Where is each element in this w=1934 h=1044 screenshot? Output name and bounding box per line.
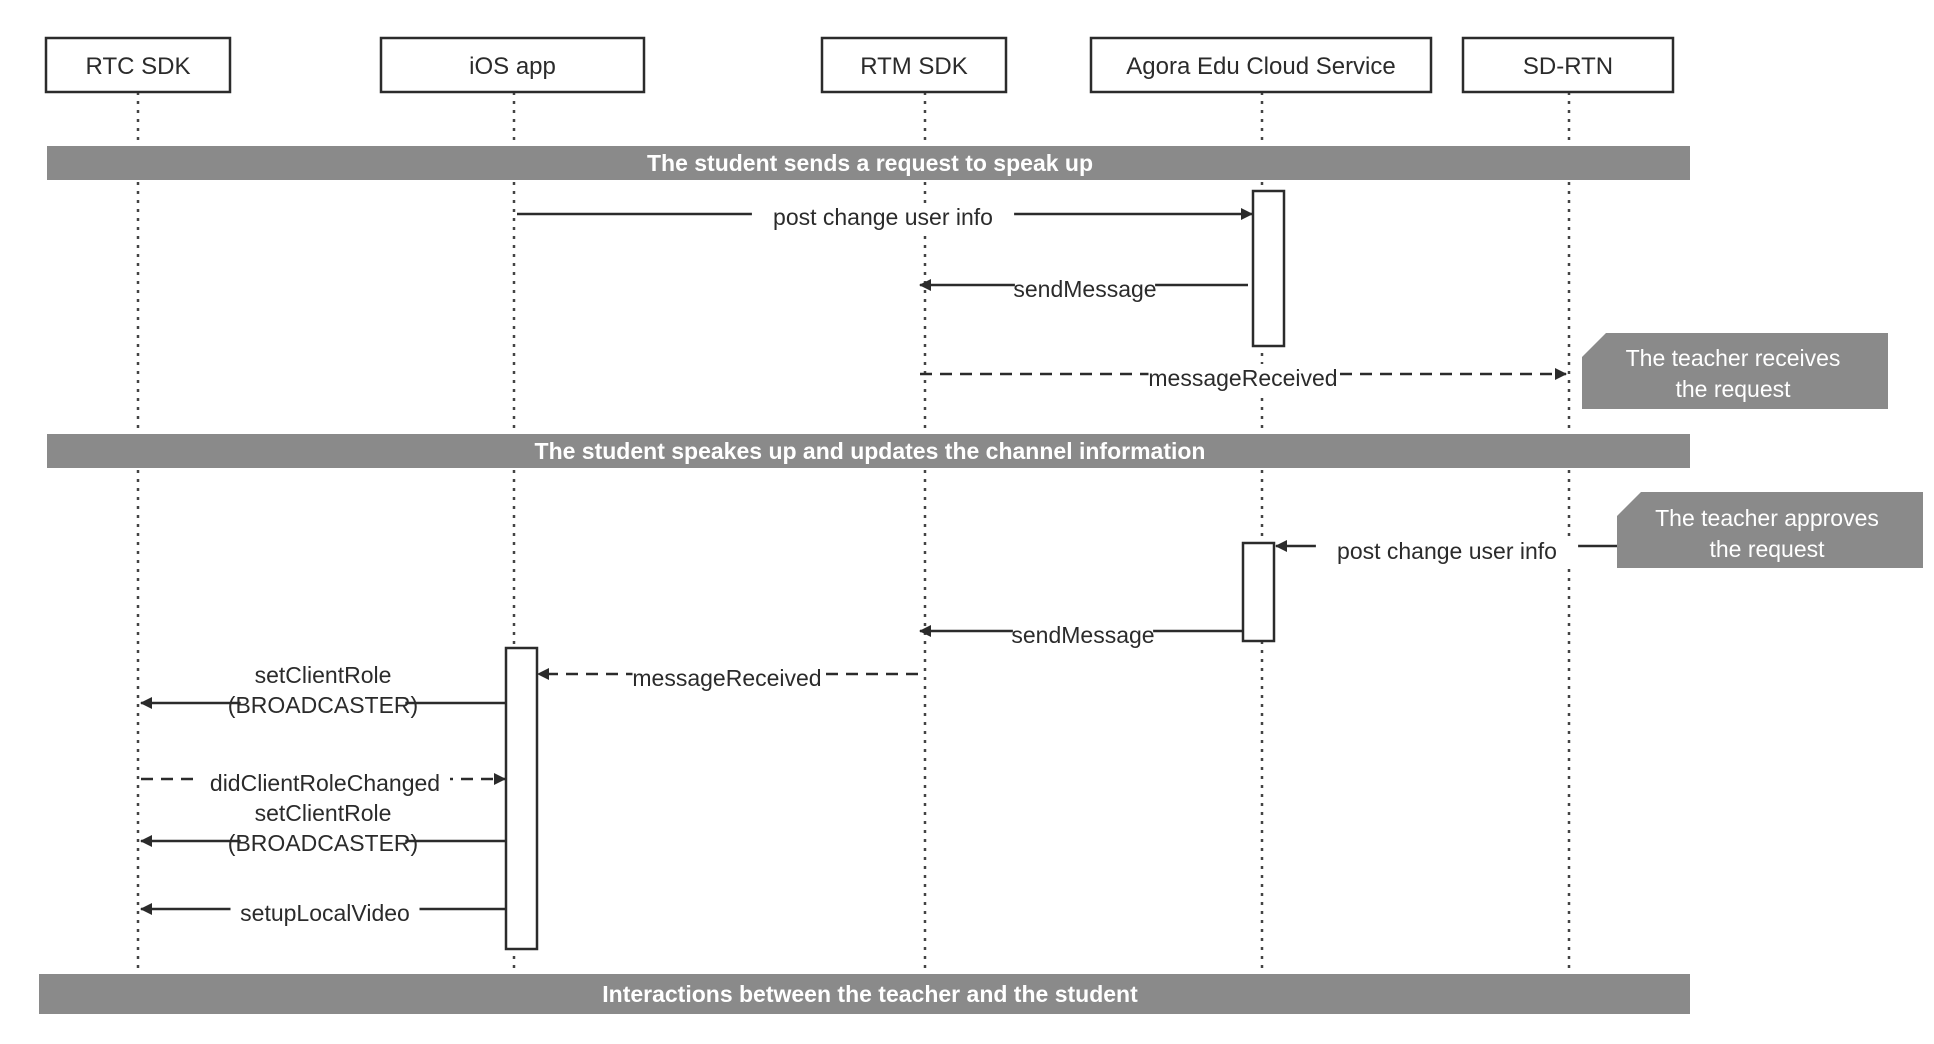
message-arrow: post change user info bbox=[1275, 537, 1620, 565]
note: The teacher receives the request bbox=[1582, 333, 1888, 409]
phase-bar-background bbox=[47, 434, 1690, 468]
phase-label: The student speakes up and updates the c… bbox=[535, 438, 1206, 464]
message-label: post change user info bbox=[773, 204, 993, 230]
message-label: messageReceived bbox=[632, 665, 821, 691]
message-label-background bbox=[751, 203, 1015, 231]
message-arrow: setClientRole (BROADCASTER) bbox=[140, 661, 506, 719]
note: The teacher approves the request bbox=[1617, 492, 1923, 568]
message-label: didClientRoleChanged bbox=[210, 770, 440, 796]
activation-box bbox=[1241, 541, 1276, 643]
phase-bar: The student sends a request to speak up bbox=[47, 146, 1690, 180]
message-arrow: messageReceived bbox=[920, 364, 1567, 392]
message-label: setClientRole bbox=[255, 800, 392, 826]
message-label: post change user info bbox=[1337, 538, 1557, 564]
message-label-background bbox=[230, 899, 420, 927]
message-label-background bbox=[240, 799, 406, 827]
message-label-background bbox=[200, 769, 450, 797]
participant-label: RTC SDK bbox=[86, 53, 191, 80]
message-label-background bbox=[632, 664, 822, 692]
message-label: sendMessage bbox=[1011, 622, 1154, 648]
message-label-background bbox=[240, 661, 406, 689]
note-shape bbox=[1617, 492, 1923, 568]
participant-box bbox=[820, 36, 1008, 94]
message-label: setClientRole bbox=[255, 662, 392, 688]
participant-ios: iOS app bbox=[379, 36, 646, 94]
message-label-background bbox=[1315, 537, 1579, 565]
participant-box bbox=[44, 36, 232, 94]
participant-sdrtn: SD-RTN bbox=[1461, 36, 1675, 94]
participant-label: SD-RTN bbox=[1523, 53, 1613, 80]
participants: RTC SDK iOS app RTM SDK Agora Edu Cloud Ser… bbox=[44, 36, 1675, 94]
phase-bar-background bbox=[39, 974, 1690, 1014]
phase-bar: Interactions between the teacher and the… bbox=[39, 974, 1690, 1014]
activation-box bbox=[504, 646, 539, 951]
activation-boxes bbox=[504, 189, 1286, 951]
message-label: (BROADCASTER) bbox=[228, 830, 418, 856]
participant-rtm: RTM SDK bbox=[820, 36, 1008, 94]
message-arrow: sendMessage bbox=[919, 621, 1243, 649]
note-label: the request bbox=[1675, 376, 1791, 402]
participant-label: Agora Edu Cloud Service bbox=[1126, 53, 1395, 80]
message-label-background bbox=[1148, 364, 1338, 392]
message-arrow: didClientRoleChanged bbox=[141, 769, 506, 797]
participant-rtc: RTC SDK bbox=[44, 36, 232, 94]
message-arrow: setClientRole (BROADCASTER) bbox=[140, 799, 506, 857]
note-label: The teacher receives bbox=[1626, 345, 1841, 371]
message-label-background bbox=[1012, 621, 1154, 649]
phase-label: Interactions between the teacher and the… bbox=[602, 981, 1138, 1007]
message-arrow: messageReceived bbox=[537, 664, 918, 692]
participant-cloud: Agora Edu Cloud Service bbox=[1089, 36, 1433, 94]
phase-bars: The student sends a request to speak up T… bbox=[39, 146, 1690, 1014]
note-shape bbox=[1582, 333, 1888, 409]
message-label: (BROADCASTER) bbox=[228, 692, 418, 718]
participant-label: RTM SDK bbox=[860, 53, 968, 80]
participant-box bbox=[379, 36, 646, 94]
participant-box bbox=[1461, 36, 1675, 94]
phase-bar-background bbox=[47, 146, 1690, 180]
phase-bar: The student speakes up and updates the c… bbox=[47, 434, 1690, 468]
note-label: The teacher approves bbox=[1655, 505, 1879, 531]
messages: post change user info sendMessage messageR… bbox=[140, 203, 1620, 927]
message-label: setupLocalVideo bbox=[240, 900, 410, 926]
message-label: messageReceived bbox=[1148, 365, 1337, 391]
message-arrow: post change user info bbox=[517, 203, 1253, 231]
message-label-background bbox=[1014, 275, 1156, 303]
message-label-background bbox=[240, 691, 406, 719]
phase-label: The student sends a request to speak up bbox=[647, 150, 1093, 176]
participant-label: iOS app bbox=[469, 53, 556, 80]
message-label: sendMessage bbox=[1013, 276, 1156, 302]
activation-box bbox=[1251, 189, 1286, 348]
message-arrow: setupLocalVideo bbox=[140, 899, 506, 927]
participant-box bbox=[1089, 36, 1433, 94]
message-arrow: sendMessage bbox=[919, 275, 1248, 303]
message-label-background bbox=[240, 829, 406, 857]
note-label: the request bbox=[1709, 536, 1825, 562]
